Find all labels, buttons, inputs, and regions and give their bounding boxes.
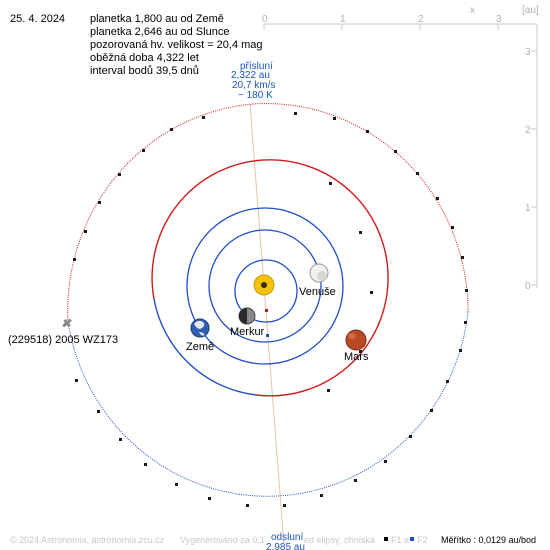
aphelion-distance: 2,985 au [266, 542, 305, 550]
asteroid-position-markers [73, 112, 468, 507]
marker [409, 435, 412, 438]
footer-f2-label: F2 [417, 535, 428, 545]
apsides-line [249, 103, 285, 547]
mars-orbit-south [153, 298, 257, 396]
asteroid-label: (229518) 2005 WZ173 [8, 334, 118, 346]
marker [119, 438, 122, 441]
marker [359, 350, 362, 353]
marker [327, 389, 330, 392]
marker [97, 410, 100, 413]
y-tick-label-3: 3 [525, 47, 531, 58]
x-axis-label: x [470, 5, 475, 16]
marker [329, 182, 332, 185]
earth-orbit [186, 207, 344, 365]
asteroid-icon [62, 318, 72, 328]
marker [354, 479, 357, 482]
date-label: 25. 4. 2024 [10, 13, 66, 25]
focus-f1 [266, 334, 269, 337]
x-tick-label-2: 2 [418, 14, 424, 25]
perihelion-title: přísluní [240, 61, 273, 72]
info-line-interval: interval bodů 39,5 dnů [90, 65, 199, 77]
marker [464, 321, 467, 324]
marker [461, 256, 464, 259]
mars-shade [348, 333, 356, 339]
mars-orbit-markers [327, 182, 373, 392]
marker [98, 201, 101, 204]
marker [118, 173, 121, 176]
perihelion-temperature: ~ 180 K [238, 90, 273, 101]
asteroid-orbit-north [67, 103, 469, 323]
venus-label: Venuše [299, 286, 336, 298]
footer-copyright: © 2024 Astronomia, astronomia.zcu.cz [10, 535, 165, 545]
marker [170, 128, 173, 131]
mars-icon [345, 329, 367, 351]
footer-generated: Vygenerováno za 0,1 [180, 535, 265, 545]
y-tick-label-2: 2 [525, 125, 531, 136]
mercury-orbit [234, 259, 298, 323]
marker [394, 150, 397, 153]
earth-land [194, 320, 205, 336]
asteroid-orbit-south [67, 311, 469, 497]
marker [75, 379, 78, 382]
marker [333, 117, 336, 120]
marker [446, 380, 449, 383]
marker [320, 494, 323, 497]
mercury-label: Merkur [230, 326, 265, 338]
marker [202, 116, 205, 119]
marker [384, 460, 387, 463]
marker [359, 231, 362, 234]
footer-f2-swatch [410, 537, 414, 541]
info-line-magnitude: pozorovaná hv. velikost = 20,4 mag [90, 39, 263, 51]
mars-orbit-north [151, 159, 389, 397]
venus-orbit [208, 229, 322, 343]
venus-shade [317, 271, 327, 281]
x-tick-label-0: 0 [262, 14, 268, 25]
marker [370, 291, 373, 294]
unit-label: [au] [522, 5, 539, 16]
marker [451, 226, 454, 229]
info-line-earth-distance: planetka 1,800 au od Země [90, 13, 224, 25]
mars-label: Mars [344, 351, 369, 363]
marker [416, 172, 419, 175]
aphelion-title: odsluní [271, 532, 303, 543]
info-line-sun-distance: planetka 2,646 au od Slunce [90, 26, 230, 38]
marker [459, 349, 462, 352]
footer-mid: ed elipsy, ohniska [304, 535, 375, 545]
sun-core [261, 282, 267, 288]
mercury-shade [239, 308, 247, 324]
footer-f1-label: F1 a [391, 535, 409, 545]
y-tick-label-1: 1 [525, 203, 531, 214]
footer-f1-swatch [384, 537, 388, 541]
info-line-period: oběžná doba 4,322 let [90, 52, 199, 64]
marker [73, 258, 76, 261]
x-tick-label-1: 1 [340, 14, 346, 25]
marker [436, 197, 439, 200]
marker [84, 230, 87, 233]
marker [175, 483, 178, 486]
footer-scale: Měřítko : 0,0129 au/bod [441, 535, 536, 545]
earth-label: Země [186, 341, 214, 353]
marker [246, 504, 249, 507]
marker [465, 289, 468, 292]
info-panel: planetka 1,800 au od Země planetka 2,646… [90, 13, 263, 78]
marker [208, 497, 211, 500]
marker [294, 112, 297, 115]
marker [142, 149, 145, 152]
focus-f2 [265, 309, 268, 312]
marker [283, 504, 286, 507]
x-tick-label-3: 3 [496, 14, 502, 25]
perihelion-velocity: 20,7 km/s [232, 80, 275, 91]
perihelion-distance: 2,322 au [231, 70, 270, 81]
marker [430, 409, 433, 412]
y-tick-label-0: 0 [525, 281, 531, 292]
marker [366, 130, 369, 133]
marker [144, 463, 147, 466]
